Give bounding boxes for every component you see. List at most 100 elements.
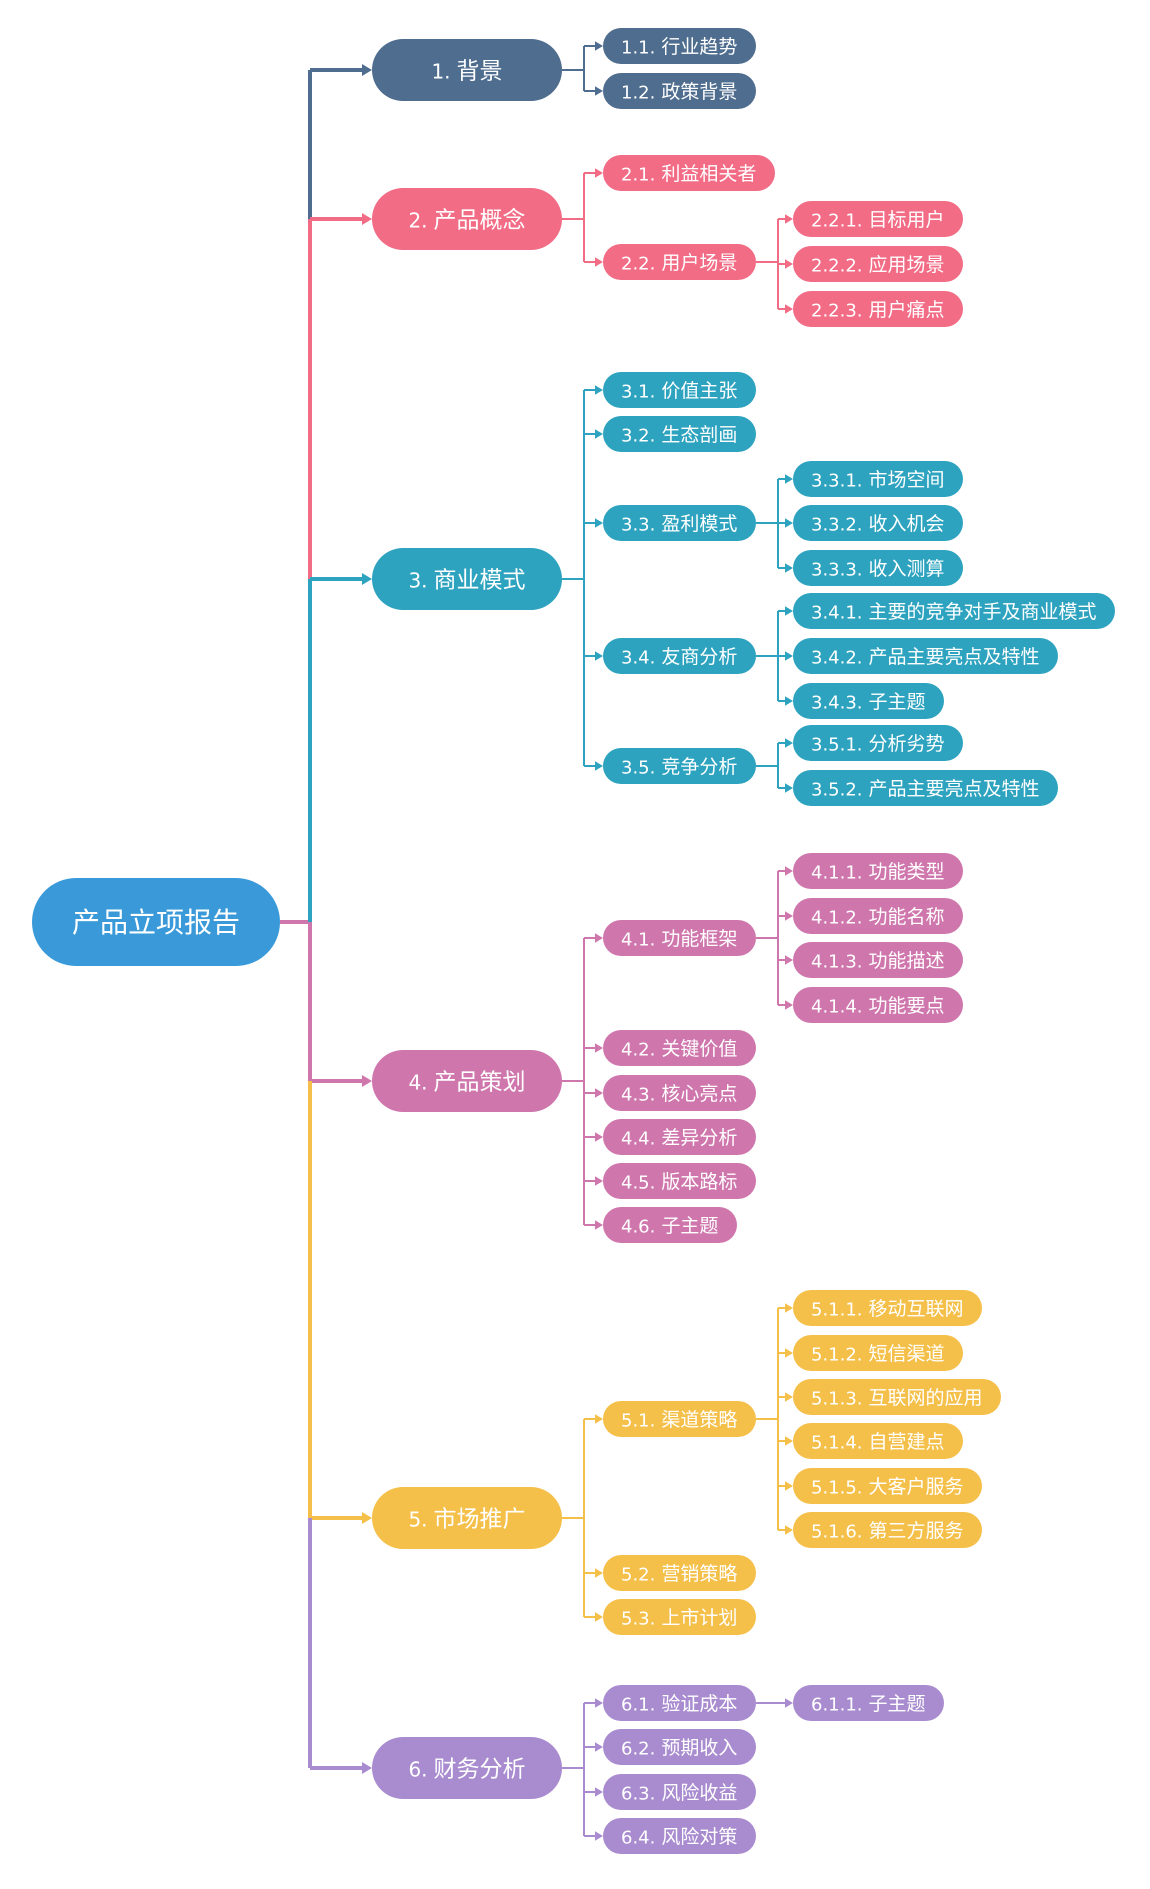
sub-topic[interactable]: 1.1.行业趋势 bbox=[603, 28, 756, 64]
sub-topic[interactable]: 2.1.利益相关者 bbox=[603, 155, 775, 191]
arrow-head bbox=[785, 911, 793, 921]
sub-topic[interactable]: 2.2.用户场景 bbox=[603, 244, 756, 280]
topic-number: 5.1.6. bbox=[811, 1522, 863, 1543]
sub-topic-shape bbox=[603, 1555, 756, 1591]
topic-number: 2.2.1. bbox=[811, 211, 863, 232]
leaf-topic[interactable]: 3.3.3.收入测算 bbox=[793, 550, 963, 586]
topic-number: 4.3. bbox=[621, 1085, 655, 1106]
arrow-head bbox=[595, 1220, 603, 1230]
sub-topic[interactable]: 4.3.核心亮点 bbox=[603, 1075, 756, 1111]
topic-label: 预期收入 bbox=[661, 1737, 737, 1759]
sub-topic-shape bbox=[603, 748, 756, 784]
sub-topic[interactable]: 3.1.价值主张 bbox=[603, 372, 756, 408]
root-topic[interactable]: 产品立项报告 bbox=[32, 878, 280, 966]
leaf-topic[interactable]: 3.5.1.分析劣势 bbox=[793, 725, 963, 761]
arrow-head bbox=[785, 304, 793, 314]
leaf-topic[interactable]: 4.1.4.功能要点 bbox=[793, 987, 963, 1023]
sub-topic[interactable]: 4.1.功能框架 bbox=[603, 920, 756, 956]
topic-number: 2.2.3. bbox=[811, 301, 863, 322]
topic-label: 功能描述 bbox=[869, 950, 945, 972]
branch-topic[interactable]: 6.财务分析 bbox=[372, 1737, 562, 1799]
branch-topic-shape bbox=[372, 1050, 562, 1112]
leaf-topic[interactable]: 3.4.3.子主题 bbox=[793, 683, 944, 719]
leaf-topic[interactable]: 2.2.3.用户痛点 bbox=[793, 291, 963, 327]
branch-topic[interactable]: 2.产品概念 bbox=[372, 188, 562, 250]
sub-topic[interactable]: 4.2.关键价值 bbox=[603, 1030, 756, 1066]
root-topic-shape bbox=[32, 878, 280, 966]
topic-number: 2.1. bbox=[621, 165, 655, 186]
leaf-topic[interactable]: 5.1.6.第三方服务 bbox=[793, 1512, 982, 1548]
sub-topic[interactable]: 6.3.风险收益 bbox=[603, 1774, 756, 1810]
topic-number: 3.3.1. bbox=[811, 471, 863, 492]
leaf-topic[interactable]: 4.1.2. 功能名称 bbox=[793, 898, 963, 934]
leaf-topic[interactable]: 5.1.5. 大客户服务 bbox=[793, 1468, 982, 1504]
leaf-topic[interactable]: 4.1.3.功能描述 bbox=[793, 942, 963, 978]
sub-topic[interactable]: 5.1. 渠道策略 bbox=[603, 1401, 756, 1437]
branch-topic[interactable]: 4.产品策划 bbox=[372, 1050, 562, 1112]
arrow-head bbox=[595, 1612, 603, 1622]
topic-label: 行业趋势 bbox=[661, 36, 737, 58]
branch-topic[interactable]: 5.市场推广 bbox=[372, 1487, 562, 1549]
sub-topic[interactable]: 4.6.子主题 bbox=[603, 1207, 737, 1243]
sub-topic[interactable]: 3.2.生态剖画 bbox=[603, 416, 756, 452]
topic-label: 风险收益 bbox=[661, 1782, 737, 1804]
topic-label: 功能名称 bbox=[869, 906, 945, 928]
leaf-topic-shape bbox=[793, 550, 963, 586]
arrow-head bbox=[785, 606, 793, 616]
leaf-topic-shape bbox=[793, 942, 963, 978]
arrow-head bbox=[785, 651, 793, 661]
sub-topic[interactable]: 3.5. 竞争分析 bbox=[603, 748, 756, 784]
leaf-topic-shape bbox=[793, 725, 963, 761]
leaf-topic[interactable]: 5.1.4.自营建点 bbox=[793, 1423, 963, 1459]
sub-topic[interactable]: 1.2.政策背景 bbox=[603, 73, 756, 109]
topic-number: 5.1. bbox=[621, 1411, 655, 1432]
sub-topic[interactable]: 6.2.预期收入 bbox=[603, 1729, 756, 1765]
topic-label: 短信渠道 bbox=[869, 1343, 945, 1365]
branch-topic-shape bbox=[372, 39, 562, 101]
topic-label: 移动互联网 bbox=[869, 1298, 964, 1320]
topic-number: 5.1.5. bbox=[811, 1478, 863, 1499]
topic-number: 4.4. bbox=[621, 1129, 655, 1150]
leaf-topic-shape bbox=[793, 987, 963, 1023]
sub-topic[interactable]: 3.4.友商分析 bbox=[603, 638, 756, 674]
topic-number: 5.2. bbox=[621, 1565, 655, 1586]
leaf-topic[interactable]: 4.1.1.功能类型 bbox=[793, 853, 963, 889]
branch-topic[interactable]: 1.背景 bbox=[372, 39, 562, 101]
leaf-topic[interactable]: 3.3.2.收入机会 bbox=[793, 505, 963, 541]
sub-topic[interactable]: 5.3.上市计划 bbox=[603, 1599, 756, 1635]
sub-topic[interactable]: 6.1.验证成本 bbox=[603, 1685, 756, 1721]
leaf-topic[interactable]: 3.4.1.主要的竞争对手及商业模式 bbox=[793, 593, 1115, 629]
topic-label: 竞争分析 bbox=[661, 756, 737, 778]
topic-number: 3.5. bbox=[621, 758, 655, 779]
leaf-topic[interactable]: 2.2.1.目标用户 bbox=[793, 201, 963, 237]
topic-label: 分析劣势 bbox=[869, 733, 945, 755]
sub-topic-shape bbox=[603, 1599, 756, 1635]
leaf-topic[interactable]: 5.1.3.互联网的应用 bbox=[793, 1379, 1001, 1415]
arrow-head bbox=[595, 429, 603, 439]
leaf-topic[interactable]: 6.1.1.子主题 bbox=[793, 1685, 944, 1721]
sub-topic[interactable]: 5.2.营销策略 bbox=[603, 1555, 756, 1591]
sub-topic[interactable]: 6.4.风险对策 bbox=[603, 1818, 756, 1854]
leaf-topic[interactable]: 3.5.2.产品主要亮点及特性 bbox=[793, 770, 1058, 806]
leaf-topic[interactable]: 3.3.1.市场空间 bbox=[793, 461, 963, 497]
topic-label: 渠道策略 bbox=[661, 1409, 737, 1431]
topic-number: 4.1.2. bbox=[811, 908, 863, 929]
topic-number: 4. bbox=[408, 1070, 427, 1094]
leaf-topic[interactable]: 3.4.2.产品主要亮点及特性 bbox=[793, 638, 1058, 674]
sub-topic[interactable]: 3.3.盈利模式 bbox=[603, 505, 756, 541]
leaf-topic[interactable]: 2.2.2.应用场景 bbox=[793, 246, 963, 282]
arrow-head bbox=[785, 1436, 793, 1446]
sub-topic[interactable]: 4.4.差异分析 bbox=[603, 1119, 756, 1155]
sub-topic-shape bbox=[603, 155, 775, 191]
sub-topic[interactable]: 4.5.版本路标 bbox=[603, 1163, 756, 1199]
arrow-head bbox=[595, 761, 603, 771]
arrow-head bbox=[785, 1348, 793, 1358]
leaf-topic[interactable]: 5.1.1.移动互联网 bbox=[793, 1290, 982, 1326]
sub-topic-shape bbox=[603, 372, 756, 408]
topic-label: 版本路标 bbox=[661, 1171, 737, 1193]
sub-topic-shape bbox=[603, 1075, 756, 1111]
topic-label: 大客户服务 bbox=[869, 1476, 964, 1498]
leaf-topic-shape bbox=[793, 770, 1058, 806]
leaf-topic[interactable]: 5.1.2.短信渠道 bbox=[793, 1335, 963, 1371]
branch-topic[interactable]: 3.商业模式 bbox=[372, 548, 562, 610]
